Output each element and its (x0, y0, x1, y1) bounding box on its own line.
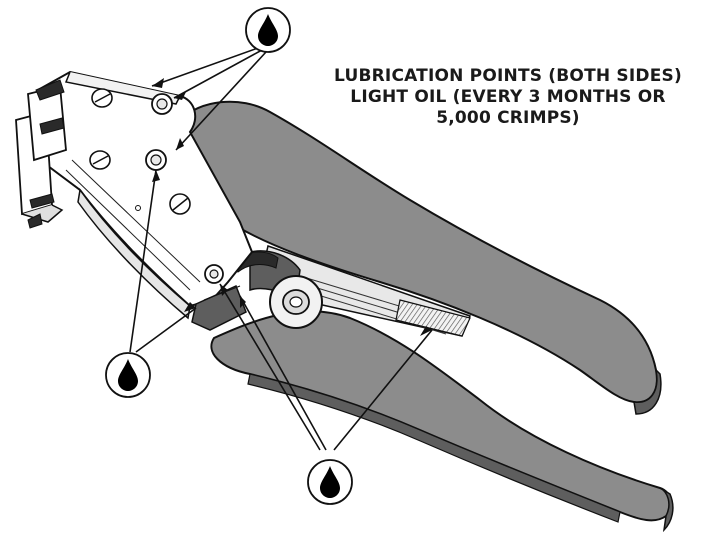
oil-drop-icon (258, 14, 278, 46)
oil-drop-callout-bottom (307, 459, 353, 505)
ratchet-mechanism (233, 245, 471, 337)
caption-line-1: LUBRICATION POINTS (BOTH SIDES) (334, 66, 682, 86)
leader-lines (129, 47, 433, 451)
crimp-head (15, 70, 254, 331)
leader-arrowheads (152, 78, 432, 336)
upper-handle (179, 100, 662, 415)
lower-handle (210, 310, 674, 533)
lubrication-holes (145, 93, 224, 284)
head-screws (89, 88, 191, 215)
caption-line-3: 5,000 CRIMPS) (436, 108, 580, 128)
oil-drop-callout-left (105, 352, 151, 398)
oil-drop-callout-top (245, 7, 291, 53)
oil-drop-icon (320, 466, 340, 498)
caption-line-2: LIGHT OIL (EVERY 3 MONTHS OR (350, 87, 666, 107)
lubrication-caption: LUBRICATION POINTS (BOTH SIDES) LIGHT OI… (318, 66, 698, 129)
pivot-bolt (269, 275, 323, 329)
oil-drop-icon (118, 359, 138, 391)
